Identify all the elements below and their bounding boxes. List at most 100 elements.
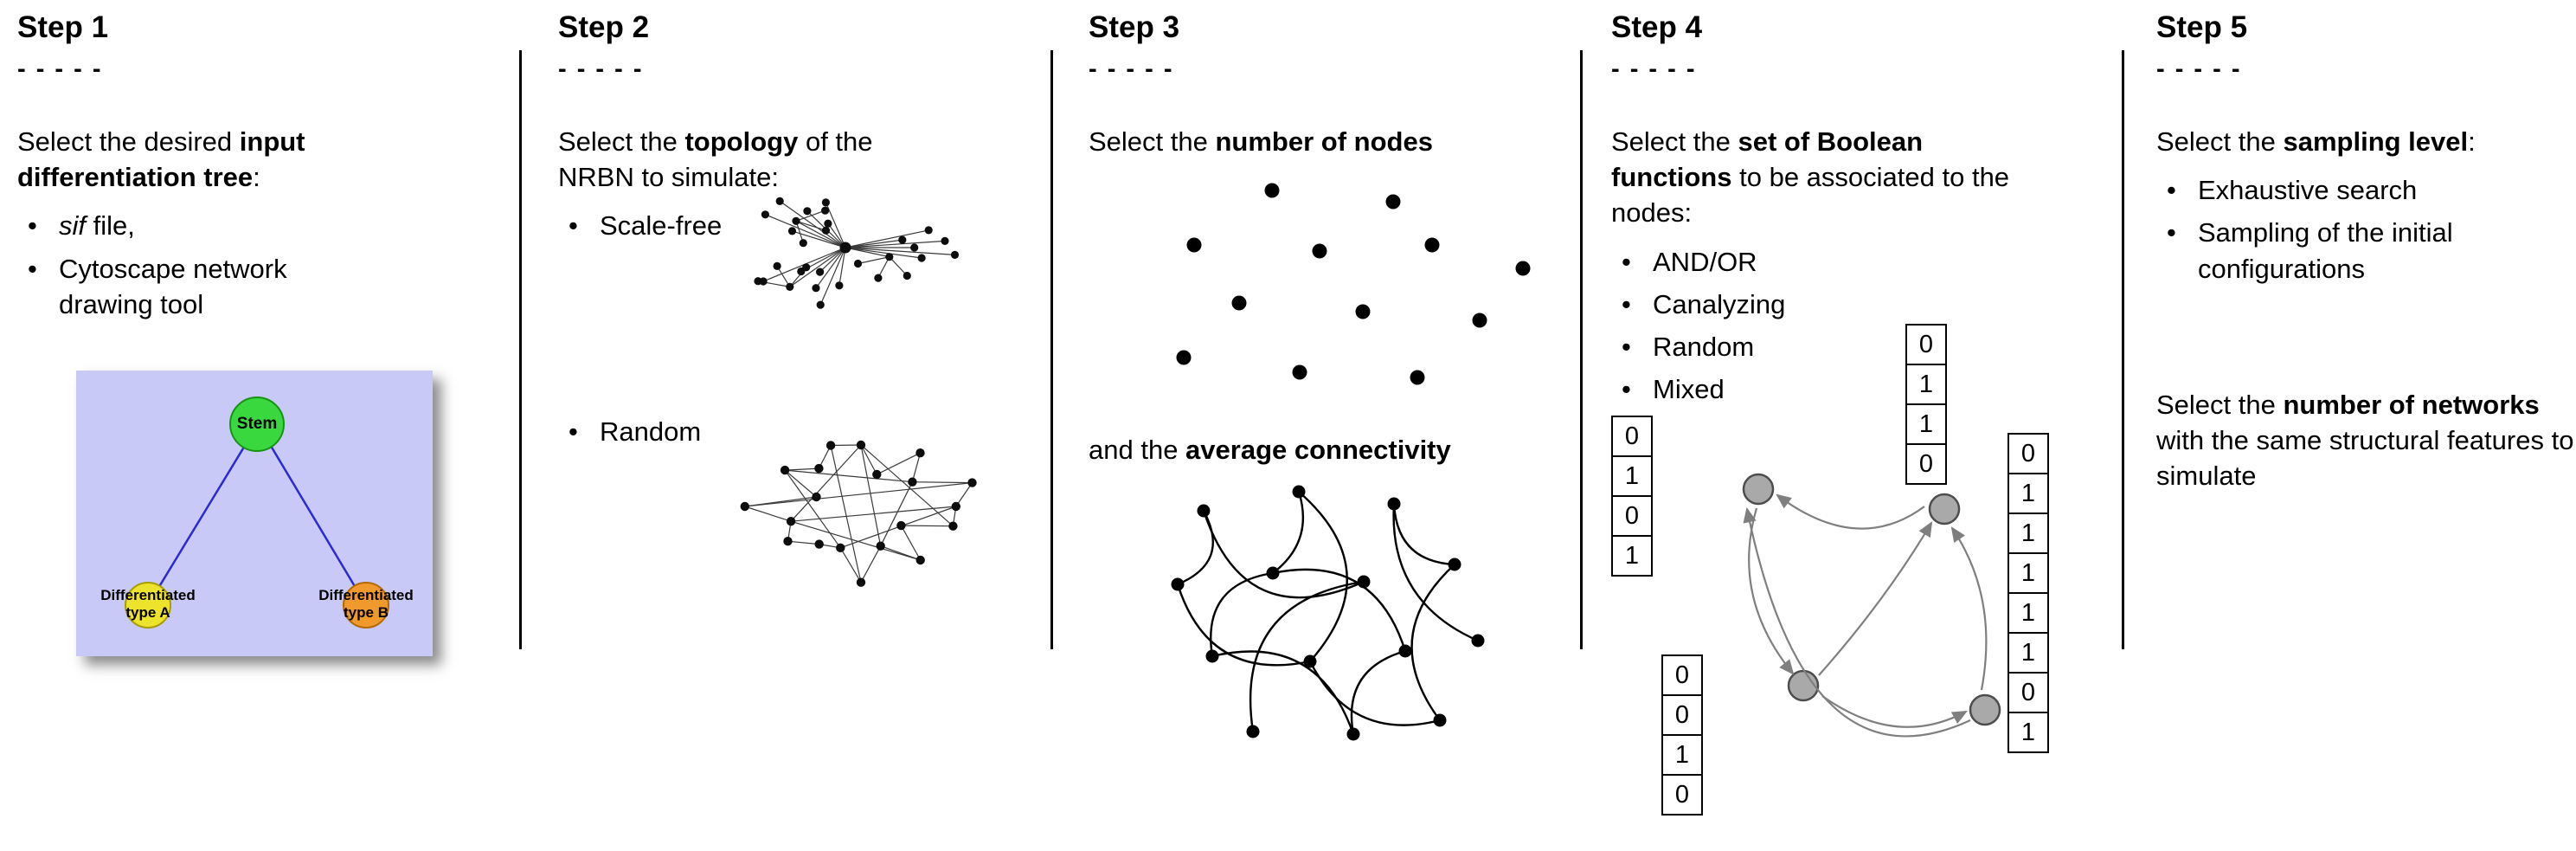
truth-table-cell: 1: [1661, 734, 1703, 776]
column-divider-3: [1580, 50, 1583, 649]
step2-intro: Select the topology of the NRBN to simul…: [558, 124, 948, 195]
step4-bullet-and-or: AND/OR: [1611, 244, 2106, 280]
nodes-scatter-image: [1176, 183, 1531, 385]
step5-intro-pre: Select the: [2156, 126, 2284, 157]
truth-table-cell: 0: [1905, 443, 1947, 485]
step2-intro-bold: topology: [684, 126, 799, 157]
bullet-marker-icon: [558, 414, 600, 449]
step5-intro-post: :: [2468, 126, 2476, 157]
step1-bullet-sif-file: sif file,: [17, 208, 502, 243]
stem-node-label: Stem: [236, 415, 278, 433]
step1-title: Step 1: [17, 10, 109, 44]
step1-column: Step 1 - - - - - Select the desired inpu…: [17, 0, 502, 851]
truth-table-cell: 1: [1611, 535, 1653, 577]
step5-intro: Select the sampling level:: [2156, 124, 2565, 159]
step4-intro-post: to be associated to the nodes:: [1611, 162, 2010, 229]
differentiated-type-b-label: Differentiated type B: [305, 587, 427, 621]
step5-intro-bold: sampling level: [2283, 126, 2469, 157]
type-a-label-line1: Differentiated: [100, 587, 196, 603]
step5-bullet-exhaustive-text: Exhaustive search: [2198, 175, 2418, 206]
truth-table-cell: 0: [1611, 495, 1653, 537]
step5-dashes: - - - - -: [2156, 55, 2242, 83]
step4-bullet-canalyzing: Canalyzing: [1611, 287, 2106, 322]
truth-table-cell: 1: [2007, 552, 2049, 594]
step3-line1-pre: Select the: [1089, 126, 1216, 157]
step2-bullet-scale-free-text: Scale-free: [600, 210, 723, 242]
step5-title: Step 5: [2156, 10, 2248, 44]
truth-table-cell: 0: [1661, 694, 1703, 736]
step1-dashes: - - - - -: [17, 55, 103, 83]
truth-table-cell: 0: [1611, 416, 1653, 457]
truth-table-cell: 1: [2007, 592, 2049, 634]
step4-bullet-and-or-text: AND/OR: [1653, 246, 1757, 277]
differentiated-type-a-node: [125, 582, 171, 629]
truth-table-cell: 0: [2007, 672, 2049, 713]
tree-edges-image: [146, 423, 368, 606]
truth-table-cell: 1: [2007, 473, 2049, 514]
step2-bullet-random-text: Random: [600, 416, 702, 447]
step2-bullet-random: Random: [558, 414, 1034, 449]
step4-bullet-mixed: Mixed: [1611, 371, 2106, 407]
step3-dashes: - - - - -: [1089, 55, 1174, 83]
sif-italic: sif: [59, 210, 86, 242]
step5-bullet-exhaustive: Exhaustive search: [2156, 172, 2573, 208]
random-network-image: [740, 440, 977, 587]
column-divider-2: [1050, 50, 1053, 649]
step3-title: Step 3: [1089, 10, 1180, 44]
truth-table-cell: 1: [1905, 403, 1947, 445]
bullet-marker-icon: [17, 208, 59, 243]
step1-bullet-cytoscape: Cytoscape network drawing tool: [17, 251, 502, 322]
step2-intro-post: of the NRBN to simulate:: [558, 126, 873, 193]
step3-column: Step 3 - - - - - Select the number of no…: [1089, 0, 1564, 851]
step5-para2-pre: Select the: [2156, 389, 2284, 420]
truth-table-cell: 1: [1905, 364, 1947, 405]
step4-column: Step 4 - - - - - Select the set of Boole…: [1611, 0, 2106, 851]
step3-line2-pre: and the: [1089, 435, 1186, 466]
type-a-label-line2: type A: [125, 603, 170, 621]
truth-table-cell: 0: [1661, 774, 1703, 816]
truth-table-cell: 0: [1661, 654, 1703, 696]
type-b-label-line1: Differentiated: [318, 587, 414, 603]
step1-intro-bold: input differentiation tree: [17, 126, 305, 193]
step5-para2-post: with the same structural features to sim…: [2156, 425, 2574, 492]
type-b-label-line2: type B: [344, 603, 389, 621]
step1-intro-post: :: [253, 162, 260, 193]
truth-table-cell: 0: [2007, 433, 2049, 474]
step4-bullet-random: Random: [1611, 329, 2106, 364]
step1-intro: Select the desired input differentiation…: [17, 124, 476, 195]
bullet-marker-icon: [558, 208, 600, 243]
boolean-network-image: [1742, 473, 2001, 738]
step3-line2: and the average connectivity: [1089, 432, 1560, 467]
bullet-marker-icon: [2156, 215, 2198, 286]
sif-rest: file,: [86, 210, 135, 242]
step5-bullet-sampling-text: Sampling of the initial configurations: [2198, 217, 2453, 284]
truth-table-cell: 1: [2007, 712, 2049, 753]
step4-dashes: - - - - -: [1611, 55, 1697, 83]
step2-title: Step 2: [558, 10, 650, 44]
step5-bullet-sampling: Sampling of the initial configurations: [2156, 215, 2573, 286]
bullet-marker-icon: [1611, 244, 1653, 280]
bullet-marker-icon: [17, 251, 59, 322]
step4-bullet-random-text: Random: [1653, 332, 1755, 363]
truth-table-cell: 1: [2007, 632, 2049, 674]
truth-table-cell: 1: [1611, 455, 1653, 497]
column-divider-4: [2122, 50, 2124, 649]
truth-table-cell: 1: [2007, 513, 2049, 554]
step4-bullet-canalyzing-text: Canalyzing: [1653, 288, 1786, 319]
step4-bullet-mixed-text: Mixed: [1653, 374, 1725, 405]
step1-bullet-cytoscape-text: Cytoscape network drawing tool: [59, 253, 287, 319]
step3-line1-bold: number of nodes: [1215, 126, 1433, 157]
step3-line1: Select the number of nodes: [1089, 124, 1560, 159]
bullet-marker-icon: [2156, 172, 2198, 208]
step3-line2-bold: average connectivity: [1185, 435, 1451, 466]
step2-bullet-scale-free: Scale-free: [558, 208, 1034, 243]
column-divider-1: [519, 50, 522, 649]
step4-title: Step 4: [1611, 10, 1703, 44]
step4-intro: Select the set of Boolean functions to b…: [1611, 124, 2031, 231]
